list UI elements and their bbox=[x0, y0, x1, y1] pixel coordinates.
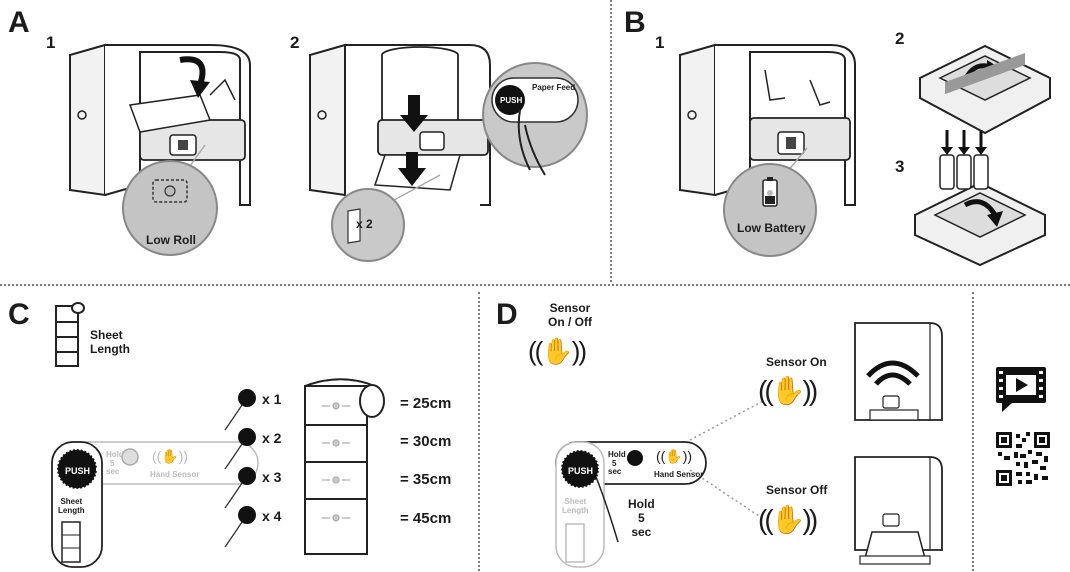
push-button-small-icon[interactable] bbox=[238, 389, 256, 407]
section-b-step-1: 1 bbox=[655, 33, 665, 52]
c-control-panel bbox=[51, 441, 259, 568]
divider-vertical-cd bbox=[478, 292, 480, 571]
sensor-off-label: Sensor Off bbox=[766, 483, 828, 497]
press-count-3: x 3 bbox=[262, 469, 282, 485]
c-hand-sensor-label: Hand Sensor bbox=[150, 470, 200, 479]
b1-dispenser-illustration bbox=[679, 43, 856, 206]
d-hold-secs: 5 bbox=[612, 459, 617, 468]
d-sec-label: sec bbox=[608, 467, 622, 476]
dispenser-sensor-on-illustration bbox=[854, 322, 943, 421]
x2-callout bbox=[331, 174, 441, 262]
d-hand-sensor-label: Hand Sensor bbox=[654, 470, 704, 479]
d-control-panel bbox=[555, 441, 707, 568]
press-count-2: x 2 bbox=[262, 430, 282, 446]
d-sheet-length-label: Sheet Length bbox=[562, 497, 589, 515]
sensor-off-hand-icon: ((✋)) bbox=[758, 504, 818, 535]
b3-battery-insert-illustration bbox=[914, 130, 1046, 267]
sheet-length-title: Sheet Length bbox=[90, 328, 130, 356]
section-a-step-2: 2 bbox=[290, 33, 300, 52]
c-push-label[interactable]: PUSH bbox=[65, 466, 91, 476]
c-hand-sensor-icon: ((✋)) bbox=[152, 448, 189, 464]
sensor-on-hand-icon: ((✋)) bbox=[758, 375, 818, 406]
finger-press-icons bbox=[224, 404, 243, 548]
length-value-1: = 25cm bbox=[400, 395, 452, 412]
press-count-1: x 1 bbox=[262, 391, 282, 407]
push-button-small-icon[interactable] bbox=[238, 428, 256, 446]
x2-label: x 2 bbox=[356, 217, 373, 231]
b2-battery-cover-illustration bbox=[919, 44, 1051, 135]
dispenser-sensor-off-illustration bbox=[854, 456, 943, 565]
c-hold-secs: 5 bbox=[110, 459, 115, 468]
c-sec-label: sec bbox=[106, 467, 120, 476]
paper-feed-label: Paper Feed bbox=[532, 83, 576, 92]
d-connector-lines bbox=[689, 399, 766, 521]
c-hold-label: Hold bbox=[106, 450, 124, 459]
divider-vertical-ab bbox=[610, 0, 612, 282]
section-a-letter: A bbox=[8, 6, 30, 39]
d-push-label[interactable]: PUSH bbox=[568, 466, 594, 476]
length-value-2: = 30cm bbox=[400, 433, 452, 450]
c-paper-roll-illustration bbox=[304, 378, 385, 555]
push-button-small-icon[interactable] bbox=[238, 467, 256, 485]
qr-code-icon[interactable] bbox=[996, 432, 1050, 486]
sensor-onoff-label: Sensor On / Off bbox=[548, 301, 592, 329]
length-value-4: = 45cm bbox=[400, 510, 452, 527]
divider-horizontal bbox=[0, 284, 1070, 286]
section-b-step-2: 2 bbox=[895, 29, 905, 48]
c-sheet-length-label: Sheet Length bbox=[58, 497, 85, 515]
low-roll-label: Low Roll bbox=[146, 233, 196, 247]
low-roll-callout bbox=[122, 144, 218, 256]
d-hand-sensor-icon: ((✋)) bbox=[656, 448, 693, 464]
d-hold-label: Hold bbox=[608, 450, 626, 459]
section-a-step-1: 1 bbox=[46, 33, 56, 52]
sensor-on-label: Sensor On bbox=[766, 355, 827, 369]
length-value-3: = 35cm bbox=[400, 471, 452, 488]
video-play-icon[interactable] bbox=[994, 365, 1050, 413]
push-button-small-icon[interactable] bbox=[238, 506, 256, 524]
section-d-letter: D bbox=[496, 298, 518, 331]
push-paper-feed-callout bbox=[482, 62, 588, 176]
a2-dispenser-illustration bbox=[309, 43, 491, 206]
divider-vertical-d-video bbox=[972, 292, 974, 571]
a2-push-label: PUSH bbox=[500, 96, 523, 105]
press-count-4: x 4 bbox=[262, 508, 282, 524]
sheet-length-icon bbox=[55, 302, 85, 367]
a1-dispenser-illustration bbox=[69, 43, 251, 206]
section-b-letter: B bbox=[624, 6, 646, 39]
section-b-step-3: 3 bbox=[895, 157, 905, 176]
section-c-letter: C bbox=[8, 298, 30, 331]
low-battery-label: Low Battery bbox=[737, 221, 806, 235]
d-hold-5-sec-label: Hold 5 sec bbox=[628, 497, 655, 539]
low-battery-callout bbox=[723, 147, 817, 257]
sensor-toggle-hand-icon: ((✋)) bbox=[528, 336, 587, 366]
